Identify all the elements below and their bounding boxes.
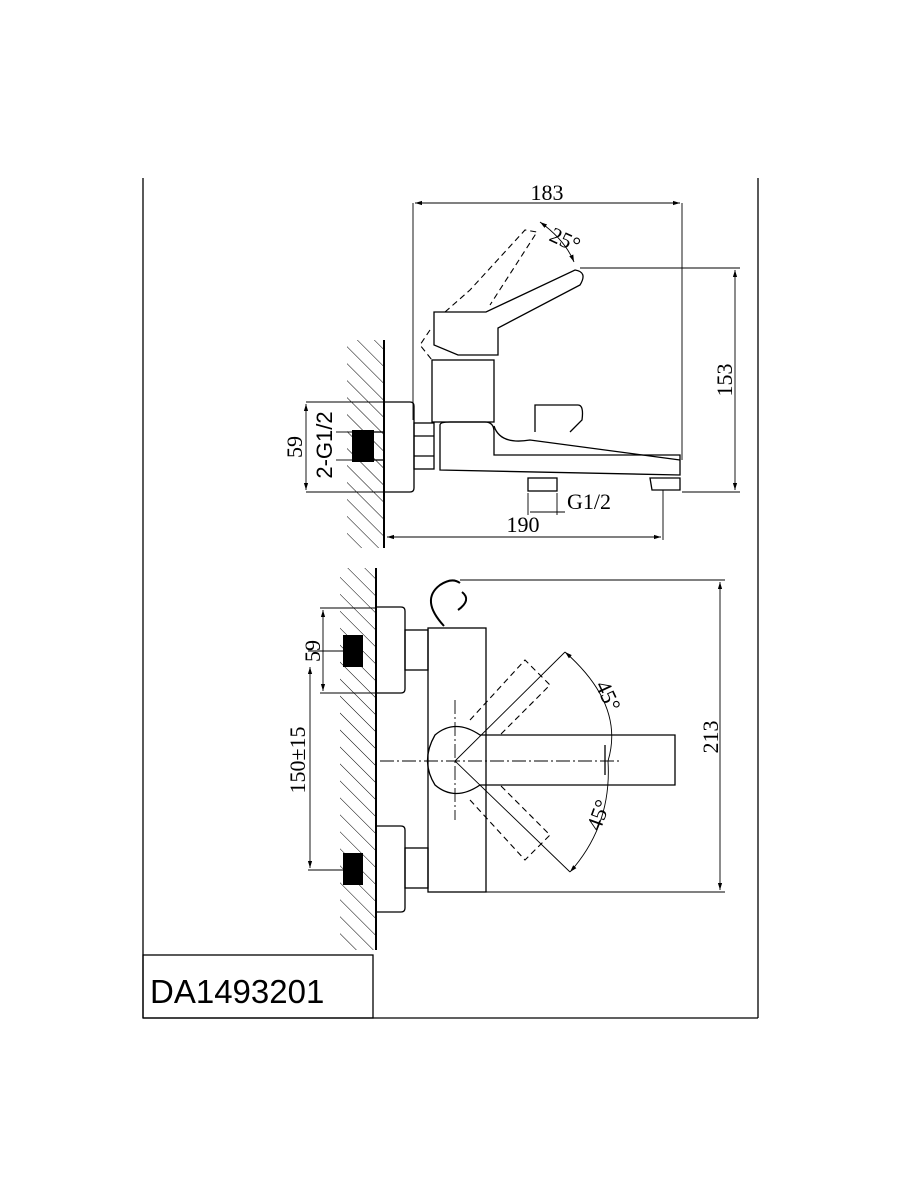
inlet-thread: 2-G1/2 [312,411,337,478]
dim-angle-45-down: 45° [581,796,615,834]
model-code: DA1493201 [150,973,324,1010]
spout-outlet [649,477,681,491]
side-view [303,200,740,548]
dim-angle-45-up: 45° [590,677,626,715]
dim-213: 213 [698,721,723,754]
inlet-thread-bottom [343,853,363,885]
inlet-thread-top [343,635,363,667]
front-view [307,568,725,950]
body [427,627,487,893]
lever-front [426,725,676,795]
diverter-knob [534,404,584,433]
escutcheon-bottom [376,825,406,913]
dim-150-15: 150±15 [285,726,310,793]
wall-hatch-front [340,568,376,950]
lever-up-outline [469,659,551,736]
lever-down-outline [469,784,551,861]
shower-outlet [527,477,558,492]
body-column [431,359,495,423]
lever [433,269,584,356]
dim-59-front: 59 [300,640,325,662]
inlet-thread [352,430,374,462]
escutcheon-top [376,606,406,694]
nut [413,422,435,470]
dim-190: 190 [507,512,540,537]
dim-183: 183 [531,180,564,205]
spout [439,421,681,476]
hook [430,579,468,627]
dim-153: 153 [712,364,737,397]
outlet-thread: G1/2 [567,489,611,514]
dim-angle-25: 25° [546,222,584,258]
dim-59-side: 59 [282,436,307,458]
drawing-frame [142,178,759,1019]
escutcheon [384,401,415,493]
lever-raised-outline [444,229,538,313]
